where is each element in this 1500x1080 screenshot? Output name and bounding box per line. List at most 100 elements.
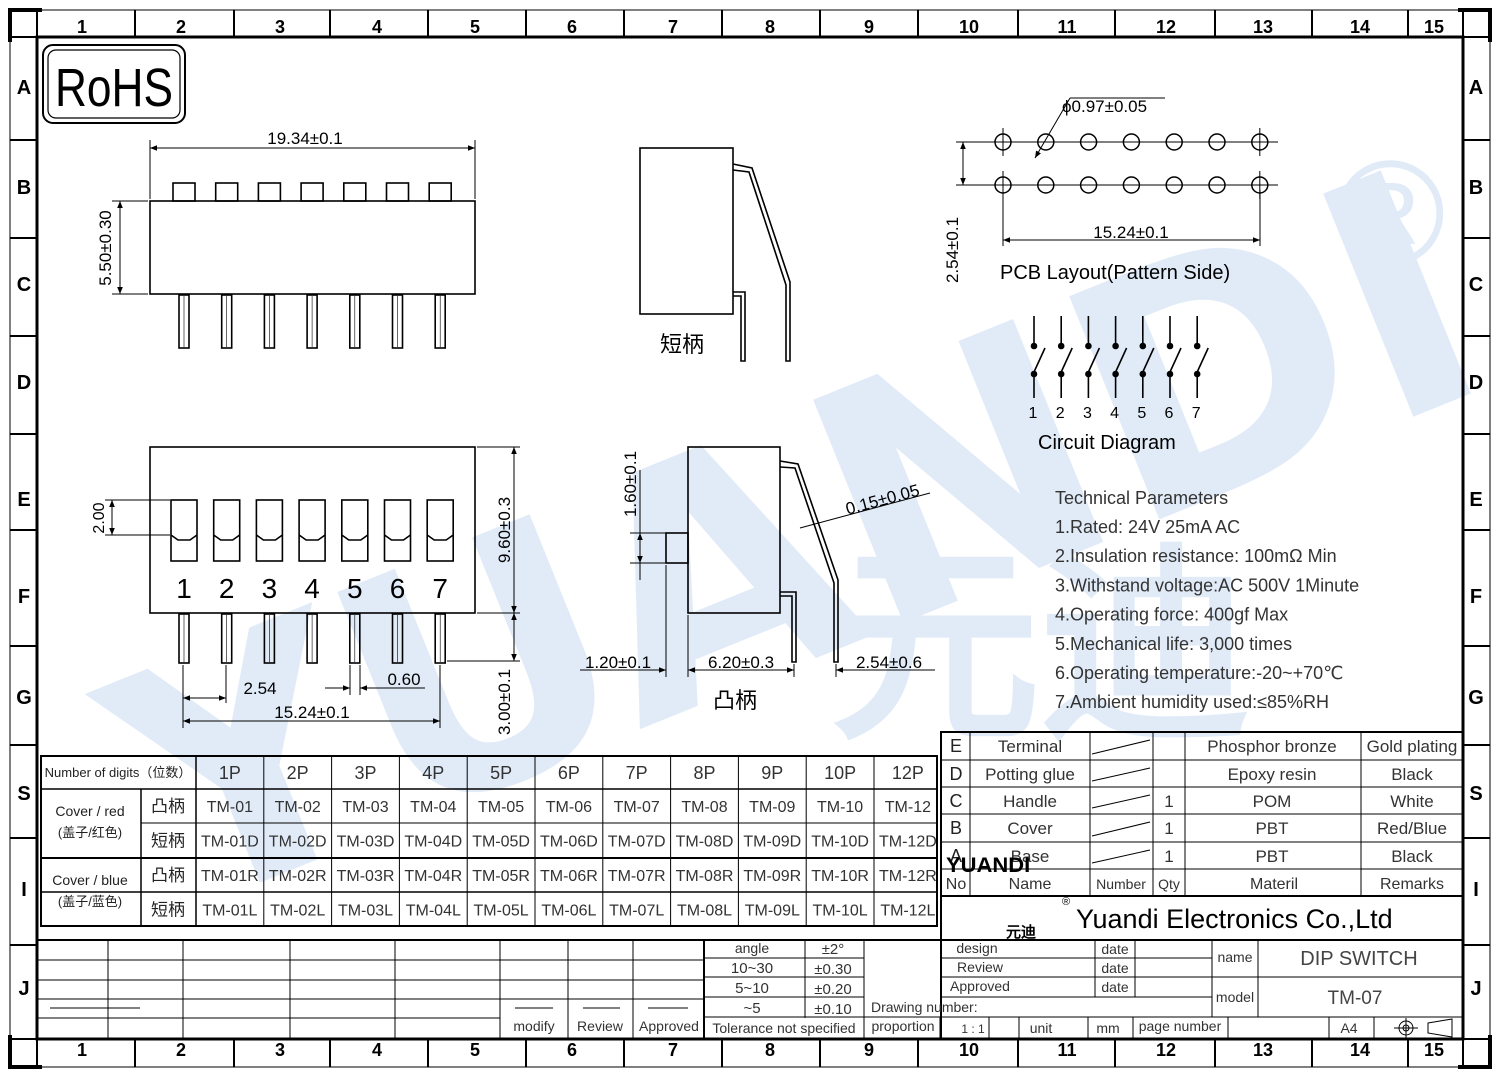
rohs-text: RoHS — [55, 58, 173, 118]
top-pin — [263, 294, 276, 349]
cell-text: B — [1469, 177, 1483, 199]
front-slot-key — [384, 534, 411, 541]
cell-text: 3P — [354, 763, 376, 783]
pcb-hole — [1037, 133, 1055, 151]
front-slot — [426, 499, 455, 562]
cell-text: B — [950, 818, 962, 838]
cell-text: 14 — [1350, 1040, 1370, 1060]
cell-text: 4.Operating force: 400gf Max — [1055, 605, 1288, 625]
grid-line — [1091, 739, 1151, 755]
circuit-switch-blade — [1169, 347, 1182, 373]
cell-text: 6P — [558, 763, 580, 783]
watermark-cn: 元迪 — [830, 525, 1250, 770]
cell-text: 1 — [77, 17, 87, 37]
cell-text: TM-10 — [817, 799, 863, 816]
front-view-slots — [170, 499, 455, 562]
cell-text: 7.Ambient humidity used:≤85%RH — [1055, 692, 1329, 712]
cell-text: PBT — [1255, 847, 1288, 866]
top-key — [172, 182, 196, 202]
cell-text: E — [17, 489, 30, 511]
cell-text: I — [1473, 879, 1479, 901]
cell-text: 1 — [1164, 847, 1173, 866]
top-view-keys — [172, 182, 453, 202]
cell-text: 7P — [626, 763, 648, 783]
pcb-hole — [1122, 133, 1141, 151]
cell-text: 1 — [1164, 819, 1173, 838]
cell-text: 12 — [1156, 1040, 1176, 1060]
front-slot-key — [255, 534, 283, 541]
cell-text: S — [17, 783, 30, 805]
cell-text: 1 : 1 — [961, 1022, 985, 1036]
pcb-hole-dim: ϕ0.97±0.05 — [1062, 97, 1147, 116]
cell-text: J — [18, 978, 29, 1000]
cell-text: TM-12D — [879, 834, 937, 851]
cell-text: 10P — [824, 763, 856, 783]
cell-text: 6 — [567, 17, 577, 37]
sheet-frame — [8, 8, 1492, 1069]
frame-ticks — [10, 10, 1490, 1067]
circuit-switch-blade — [1142, 347, 1155, 373]
cell-text: TM-09L — [745, 903, 800, 920]
front-pin — [178, 613, 190, 664]
side-lever-dim: 1.60±0.1 — [621, 451, 640, 517]
front-slot — [255, 499, 284, 562]
cell-text: TM-12 — [885, 799, 931, 816]
front-span-dim: 15.24±0.1 — [274, 703, 350, 722]
cell-text: ±0.30 — [814, 961, 851, 978]
raised-handle-view: 1.60±0.1 0.15±0.05 1.20±0.1 6.20±0.3 2.5… — [580, 446, 935, 713]
pcb-hole — [1037, 176, 1055, 194]
cell-text: TM-01 — [207, 799, 253, 816]
top-pin — [348, 294, 361, 349]
cell-text: C — [17, 274, 31, 296]
front-slot-key — [341, 534, 369, 541]
cell-text: Black — [1391, 847, 1433, 866]
front-slot-key — [426, 534, 454, 541]
short-handle-label: 短柄 — [660, 332, 704, 357]
front-slot-key — [213, 534, 241, 541]
cell-text: Cover / red — [55, 803, 124, 819]
cell-text: 5 — [470, 1040, 480, 1060]
top-key — [428, 182, 453, 202]
cell-text: C — [950, 791, 963, 811]
cell-text: TM-04L — [406, 903, 461, 920]
cell-text: 1 — [1164, 792, 1173, 811]
front-slot-key — [298, 534, 326, 541]
cell-text: 10 — [959, 17, 979, 37]
cell-text: S — [1469, 783, 1482, 805]
cell-text: I — [21, 879, 27, 901]
cell-text: TM-07L — [609, 903, 664, 920]
cell-text: Phosphor bronze — [1207, 737, 1336, 756]
cell-text: 10~30 — [731, 960, 773, 977]
front-slot-dim: 2.00 — [91, 502, 108, 533]
circuit-switch-blade — [1033, 347, 1046, 373]
cell-text: mm — [1096, 1020, 1119, 1036]
circuit-switch-blade — [1060, 347, 1073, 373]
cell-text: TM-10L — [813, 903, 868, 920]
cell-text: TM-01D — [201, 834, 259, 851]
cell-text: Name — [1009, 876, 1052, 893]
cell-text: 凸柄 — [151, 797, 185, 816]
cell-text: name — [1217, 949, 1252, 965]
pcb-hole — [1165, 133, 1183, 151]
cell-text: design — [956, 940, 997, 956]
front-pin — [306, 613, 318, 664]
cell-text: 11 — [1057, 1040, 1076, 1060]
technical-parameters: Technical Parameters 1.Rated: 24V 25mA A… — [1055, 488, 1359, 712]
cell-text: D — [17, 372, 31, 394]
cell-text: G — [16, 687, 32, 709]
circuit-node — [1193, 342, 1201, 350]
short-handle-view: 短柄 — [639, 147, 791, 362]
cell-text: TM-02R — [269, 868, 327, 885]
circuit-switch-blade — [1114, 347, 1128, 373]
cell-text: (盖子/红色) — [58, 825, 122, 840]
cell-text: Potting glue — [985, 765, 1075, 784]
cell-text: date — [1101, 960, 1128, 976]
cell-text: 5~10 — [735, 980, 769, 997]
cell-text: 4 — [372, 1040, 382, 1060]
cell-text: 13 — [1253, 17, 1273, 37]
tech-title: Technical Parameters — [1055, 488, 1228, 508]
